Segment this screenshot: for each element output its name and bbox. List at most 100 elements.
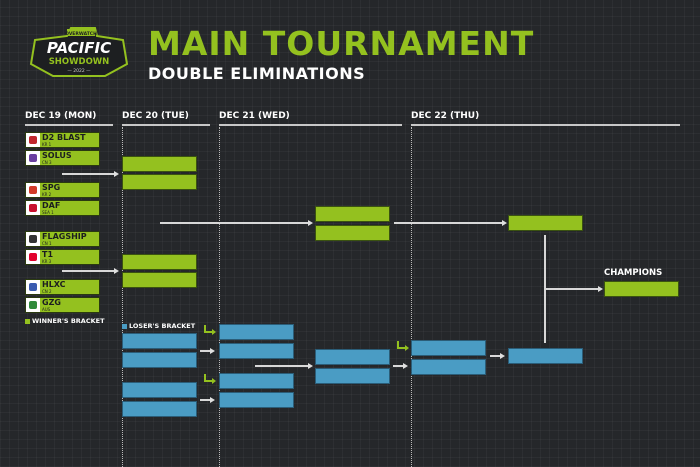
arrow-icon xyxy=(210,397,215,403)
team-name: SPG xyxy=(42,183,61,192)
team-seed: CN 2 xyxy=(42,289,52,294)
match-slot-losers xyxy=(315,368,390,384)
team-name: GZG xyxy=(42,298,61,307)
team-seed: SEA 1 xyxy=(42,210,54,215)
arrow-icon xyxy=(308,363,313,369)
drop-down-arrow-icon xyxy=(397,341,409,351)
svg-text:PACIFIC: PACIFIC xyxy=(47,39,111,57)
arrow-icon xyxy=(308,220,313,226)
day-header-dec21: DEC 21 (WED) xyxy=(219,111,290,121)
match-slot-losers xyxy=(411,340,486,356)
svg-text:— 2022 —: — 2022 — xyxy=(67,68,91,74)
team-name: SOLUS xyxy=(42,151,72,160)
connector-line xyxy=(200,350,210,352)
legend-winners-label: WINNER'S BRACKET xyxy=(32,317,105,325)
page-title: MAIN TOURNAMENT xyxy=(148,24,535,63)
team-logo-icon xyxy=(26,250,40,264)
match-slot-winners xyxy=(122,254,197,270)
match-slot-losers xyxy=(219,324,294,340)
team-seed: AUS xyxy=(42,307,51,312)
connector-line xyxy=(62,270,114,272)
team-seed: KR 3 xyxy=(42,259,52,264)
team-name: DAF xyxy=(42,201,61,210)
connector-line xyxy=(62,173,114,175)
match-slot-winners xyxy=(122,272,197,288)
match-slot-losers xyxy=(219,373,294,389)
champions-label: CHAMPIONS xyxy=(604,268,663,278)
arrow-icon xyxy=(502,220,507,226)
connector-line xyxy=(394,222,502,224)
team-seed: CN 3 xyxy=(42,160,52,165)
connector-line xyxy=(545,288,598,290)
legend-losers: LOSER'S BRACKET xyxy=(122,322,195,330)
page-subtitle: DOUBLE ELIMINATIONS xyxy=(148,64,366,83)
drop-down-arrow-icon xyxy=(204,325,216,335)
arrow-icon xyxy=(210,348,215,354)
match-slot-losers xyxy=(122,401,197,417)
team-logo-icon xyxy=(26,280,40,294)
match-slot-winners xyxy=(315,206,390,222)
arrow-icon xyxy=(403,363,408,369)
legend-losers-label: LOSER'S BRACKET xyxy=(129,322,196,330)
team-logo-icon xyxy=(26,201,40,215)
arrow-icon xyxy=(598,286,603,292)
match-slot-losers xyxy=(122,333,197,349)
connector-line xyxy=(490,355,500,357)
legend-swatch xyxy=(122,323,127,329)
team-seed: CN 1 xyxy=(42,241,52,246)
match-slot-winners xyxy=(122,174,197,190)
arrow-icon xyxy=(114,171,119,177)
team-seed: KR 1 xyxy=(42,142,52,147)
legend-winners: WINNER'S BRACKET xyxy=(25,317,105,325)
team-logo-icon xyxy=(26,232,40,246)
arrow-icon xyxy=(500,353,505,359)
drop-down-arrow-icon xyxy=(204,374,216,384)
divider xyxy=(411,124,680,126)
divider xyxy=(122,124,210,126)
svg-text:OVERWATCH: OVERWATCH xyxy=(65,31,97,37)
match-slot-losers xyxy=(122,382,197,398)
match-slot-winners-final xyxy=(508,215,583,231)
match-slot-losers-final xyxy=(508,348,583,364)
match-slot-winners xyxy=(122,156,197,172)
match-slot-champion xyxy=(604,281,679,297)
team-name: D2 BLAST xyxy=(42,133,86,142)
svg-text:SHOWDOWN: SHOWDOWN xyxy=(49,57,110,67)
connector-line xyxy=(255,365,308,367)
team-logo-icon xyxy=(26,133,40,147)
team-logo-icon xyxy=(26,183,40,197)
day-separator xyxy=(122,127,123,467)
match-slot-losers xyxy=(219,392,294,408)
day-separator xyxy=(219,127,220,467)
connector-line xyxy=(160,222,308,224)
team-name: T1 xyxy=(42,250,54,259)
legend-swatch xyxy=(25,318,30,324)
pacific-showdown-logo: OVERWATCH PACIFIC SHOWDOWN — 2022 — xyxy=(29,27,129,77)
day-separator xyxy=(411,127,412,467)
day-header-dec19: DEC 19 (MON) xyxy=(25,111,97,121)
team-logo-icon xyxy=(26,298,40,312)
day-header-dec22: DEC 22 (THU) xyxy=(411,111,480,121)
arrow-icon xyxy=(114,268,119,274)
divider xyxy=(219,124,402,126)
team-logo-icon xyxy=(26,151,40,165)
day-header-dec20: DEC 20 (TUE) xyxy=(122,111,189,121)
divider xyxy=(25,124,113,126)
match-slot-losers xyxy=(315,349,390,365)
match-slot-losers xyxy=(219,343,294,359)
match-slot-winners xyxy=(315,225,390,241)
team-name: HLXC xyxy=(42,280,66,289)
match-slot-losers xyxy=(122,352,197,368)
match-slot-losers xyxy=(411,359,486,375)
connector-line xyxy=(393,365,403,367)
connector-line xyxy=(200,399,210,401)
team-seed: KR 2 xyxy=(42,192,52,197)
